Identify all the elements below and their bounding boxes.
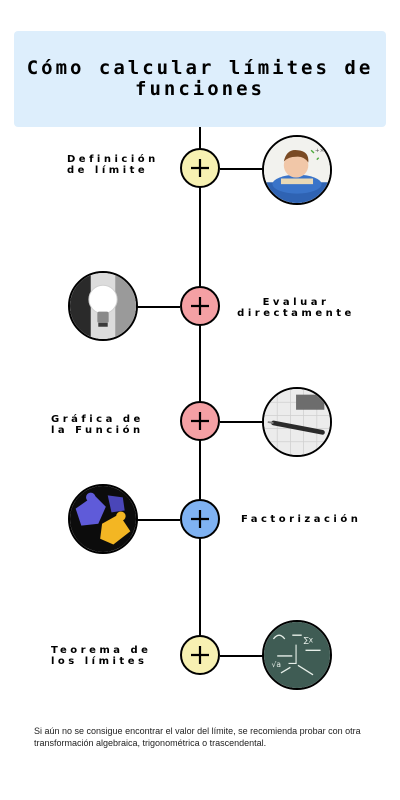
pen-on-graph-paper-image — [262, 387, 332, 457]
step-label-evaluar: Evaluar directamente — [237, 297, 355, 319]
step-label-definicion: Definición de límite — [67, 154, 159, 176]
step-label-teorema: Teorema de los límites — [51, 645, 152, 667]
step-label-grafica: Gráfica de la Función — [51, 414, 144, 436]
connector — [136, 306, 180, 308]
plus-icon — [191, 412, 209, 430]
page-title: Cómo calcular límites de funciones — [26, 57, 374, 100]
step-label-factorizacion: Factorización — [241, 514, 362, 525]
chalkboard-formulas-image: ∑x √a — [262, 620, 332, 690]
puzzle-pieces-image — [68, 484, 138, 554]
svg-text:∑x: ∑x — [304, 636, 314, 645]
connector — [220, 655, 264, 657]
connector — [220, 421, 264, 423]
svg-text:+×: +× — [315, 148, 324, 154]
step-node-grafica[interactable] — [180, 401, 220, 441]
step-node-teorema[interactable] — [180, 635, 220, 675]
footnote: Si aún no se consigue encontrar el valor… — [34, 726, 361, 748]
light-bulb-image — [68, 271, 138, 341]
child-reading-image: +× — [262, 135, 332, 205]
step-node-factorizacion[interactable] — [180, 499, 220, 539]
connector — [220, 168, 264, 170]
title-banner: Cómo calcular límites de funciones — [14, 31, 386, 127]
plus-icon — [191, 646, 209, 664]
step-node-definicion[interactable] — [180, 148, 220, 188]
step-node-evaluar[interactable] — [180, 286, 220, 326]
connector — [136, 519, 180, 521]
plus-icon — [191, 159, 209, 177]
svg-text:√a: √a — [272, 660, 281, 669]
timeline-spine — [199, 127, 201, 655]
plus-icon — [191, 297, 209, 315]
plus-icon — [191, 510, 209, 528]
